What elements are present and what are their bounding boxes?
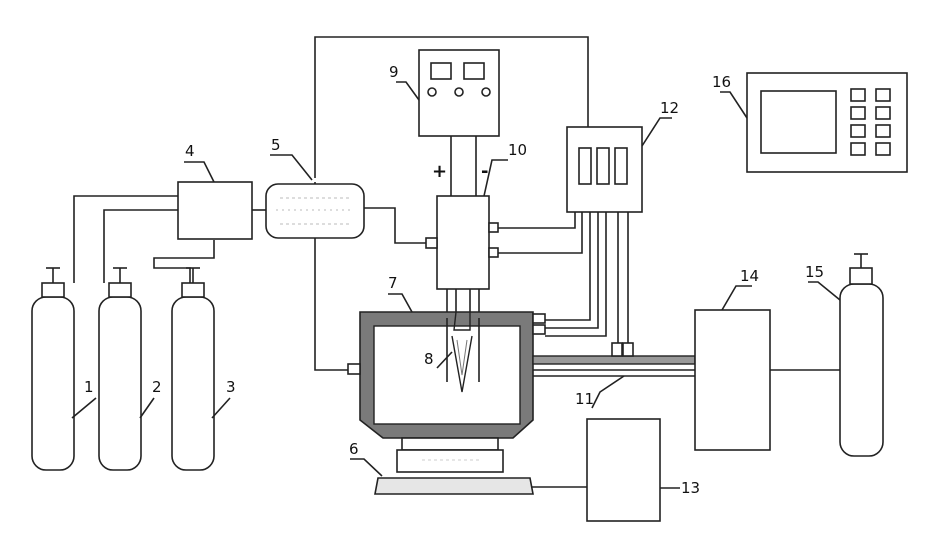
label-7: 7 [388, 274, 398, 292]
label-8: 8 [424, 350, 434, 368]
label-3: 3 [226, 378, 236, 396]
label-15: 15 [805, 263, 824, 281]
label-13: 13 [681, 479, 700, 497]
label-14: 14 [740, 267, 759, 285]
label-2: 2 [152, 378, 162, 396]
flow-controller [266, 184, 364, 238]
gas-cylinder-2 [99, 268, 141, 470]
gas-cylinder-15 [840, 254, 883, 456]
label-5: 5 [271, 136, 281, 154]
control-display [747, 73, 907, 172]
spray-gun [426, 196, 498, 318]
label-10: 10 [508, 141, 527, 159]
cooling-unit [567, 127, 642, 212]
label-9: 9 [389, 63, 399, 81]
positive-terminal: + [432, 161, 447, 182]
gas-mixer-box [178, 182, 252, 239]
label-16: 16 [712, 73, 731, 91]
unit-14-box [695, 310, 770, 450]
label-11: 11 [575, 390, 594, 408]
label-4: 4 [185, 142, 195, 160]
label-6: 6 [349, 440, 359, 458]
unit-13-box [587, 419, 660, 521]
power-supply [419, 50, 499, 136]
label-12: 12 [660, 99, 679, 117]
gas-cylinder-3 [172, 268, 214, 470]
label-1: 1 [84, 378, 94, 396]
rotating-base [375, 438, 533, 494]
gas-cylinder-1 [32, 268, 74, 470]
exhaust-pipe [533, 343, 695, 376]
